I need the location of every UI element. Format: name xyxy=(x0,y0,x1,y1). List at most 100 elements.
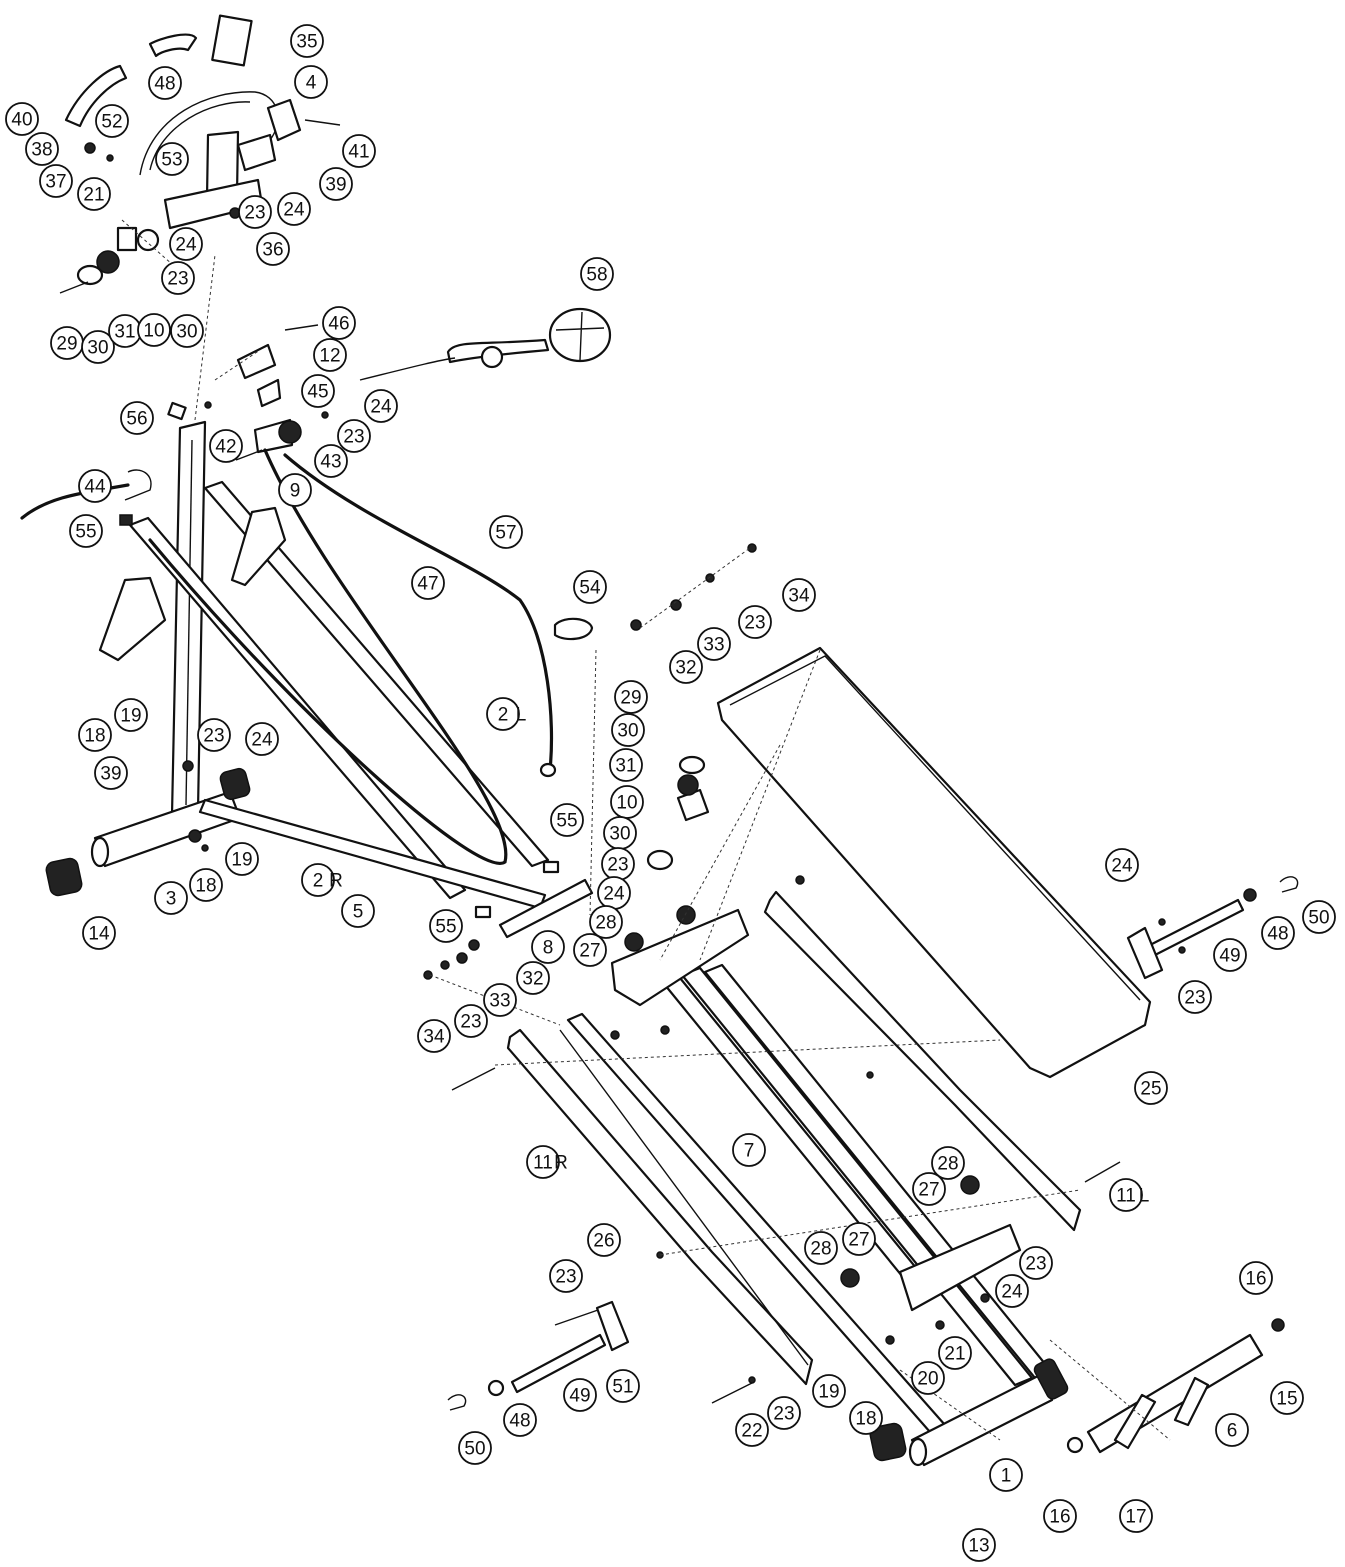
callout-circle xyxy=(938,1336,972,1370)
callout-number: 30 xyxy=(87,338,108,359)
callout-circle xyxy=(341,894,375,928)
callout-number: 27 xyxy=(579,941,600,962)
callout-circle xyxy=(78,718,112,752)
callout-number: 31 xyxy=(615,756,636,777)
callout-number: 11 xyxy=(533,1153,553,1174)
part-callout: 10 xyxy=(610,785,644,819)
part-callout: 41 xyxy=(342,134,376,168)
part-callout: 28 xyxy=(589,905,623,939)
callout-circle xyxy=(962,1528,996,1562)
callout-circle xyxy=(1043,1499,1077,1533)
callout-number: 24 xyxy=(251,730,273,751)
callout-side-suffix: L xyxy=(516,705,527,726)
callout-circle xyxy=(732,1133,766,1167)
part-callout: 16 xyxy=(1239,1261,1273,1295)
part-callout: 29 xyxy=(614,680,648,714)
callout-circle xyxy=(1119,1499,1153,1533)
callout-circle xyxy=(1134,1071,1168,1105)
callout-circle xyxy=(1109,1178,1143,1212)
callout-circle xyxy=(1270,1381,1304,1415)
part-callout: 56 xyxy=(120,401,154,435)
callout-number: 9 xyxy=(290,481,301,502)
callout-number: 6 xyxy=(1227,1421,1238,1442)
callout-number: 43 xyxy=(320,452,341,473)
callout-circle xyxy=(197,718,231,752)
callout-side-suffix: R xyxy=(329,871,343,892)
callout-number: 19 xyxy=(818,1382,839,1403)
part-callout: 14 xyxy=(82,916,116,950)
part-callout: 48 xyxy=(503,1403,537,1437)
callout-side-suffix: R xyxy=(554,1153,568,1174)
callout-number: 46 xyxy=(328,314,349,335)
callout-number: 23 xyxy=(343,427,364,448)
callout-number: 28 xyxy=(595,913,616,934)
callout-circle xyxy=(526,1145,560,1179)
callout-number: 45 xyxy=(307,382,328,403)
callout-number: 23 xyxy=(244,203,265,224)
callout-circle xyxy=(25,132,59,166)
part-callout: 58 xyxy=(580,257,614,291)
callout-number: 53 xyxy=(161,150,182,171)
part-callout: 23 xyxy=(549,1259,583,1293)
callout-number: 24 xyxy=(603,884,625,905)
callout-number: 18 xyxy=(195,876,216,897)
part-callout: 1 xyxy=(989,1458,1023,1492)
callout-number: 55 xyxy=(556,811,577,832)
callout-number: 24 xyxy=(370,397,392,418)
part-callout: 8 xyxy=(531,930,565,964)
part-callout: 21 xyxy=(938,1336,972,1370)
part-callout: 23 xyxy=(197,718,231,752)
callout-circle xyxy=(314,444,348,478)
callout-circle xyxy=(95,104,129,138)
callout-circle xyxy=(77,177,111,211)
callout-number: 34 xyxy=(788,586,810,607)
part-callout: 50 xyxy=(1302,900,1336,934)
part-callout: 28 xyxy=(804,1231,838,1265)
callout-circle xyxy=(611,713,645,747)
part-callout: 33 xyxy=(483,983,517,1017)
callout-number: 27 xyxy=(918,1180,939,1201)
callout-circle xyxy=(225,842,259,876)
part-callout: 3 xyxy=(154,881,188,915)
part-callout: 30 xyxy=(611,713,645,747)
callout-number: 44 xyxy=(84,477,106,498)
callout-number: 18 xyxy=(855,1409,876,1430)
callout-number: 23 xyxy=(1184,988,1205,1009)
part-callout: 15 xyxy=(1270,1381,1304,1415)
part-callout: 46 xyxy=(322,306,356,340)
part-callout: 19 xyxy=(812,1374,846,1408)
callout-circle xyxy=(411,566,445,600)
callout-number: 29 xyxy=(56,334,77,355)
callout-circle xyxy=(1213,938,1247,972)
front-cross-tube xyxy=(908,1358,1069,1467)
callout-number: 28 xyxy=(937,1154,958,1175)
part-callout: 24 xyxy=(364,389,398,423)
callout-number: 36 xyxy=(262,240,283,261)
callout-circle xyxy=(767,1396,801,1430)
callout-circle xyxy=(911,1361,945,1395)
part-callout: 34 xyxy=(417,1019,451,1053)
callout-number: 35 xyxy=(296,32,317,53)
part-callout: 18 xyxy=(78,718,112,752)
part-callout: 37 xyxy=(39,164,73,198)
callout-circle xyxy=(782,578,816,612)
part-callout: 23 xyxy=(454,1004,488,1038)
callout-number: 48 xyxy=(509,1411,530,1432)
callout-number: 31 xyxy=(114,322,135,343)
callout-circle xyxy=(82,916,116,950)
callout-circle xyxy=(39,164,73,198)
part-callout: 50 xyxy=(458,1431,492,1465)
callout-number: 24 xyxy=(283,200,305,221)
part-callout: 30 xyxy=(603,816,637,850)
part-callout: 18 xyxy=(849,1401,883,1435)
part-callout: 18 xyxy=(189,868,223,902)
part-callout: 26 xyxy=(587,1223,621,1257)
part-callout: 40 xyxy=(5,102,39,136)
callout-number: 37 xyxy=(45,172,66,193)
callout-number: 50 xyxy=(1308,908,1329,929)
callout-number: 24 xyxy=(1001,1282,1023,1303)
part-callout: 23 xyxy=(238,195,272,229)
callout-number: 50 xyxy=(464,1439,485,1460)
callout-circle xyxy=(931,1146,965,1180)
